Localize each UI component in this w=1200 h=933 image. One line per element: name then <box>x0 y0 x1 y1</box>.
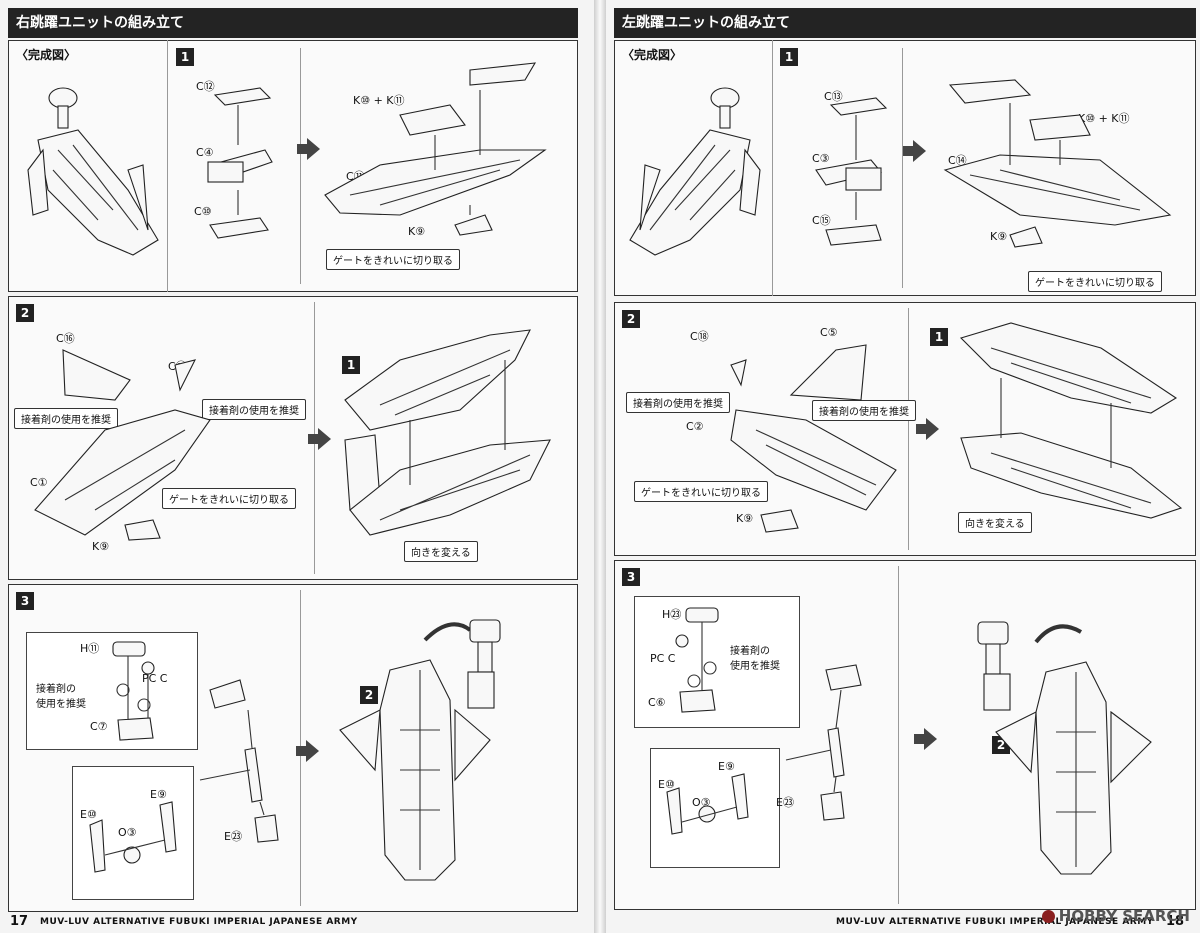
part-label: C② <box>686 420 704 433</box>
part-label: O③ <box>118 826 137 839</box>
watermark-logo: HOBBY SEARCH <box>1041 907 1190 925</box>
part-label: C⑫ <box>196 80 215 93</box>
glue-note: 接着剤の使用を推奨 <box>202 399 306 420</box>
part-label: C⑭ <box>948 154 967 167</box>
glue-note: 接着剤の使用を推奨 <box>14 408 118 429</box>
left-page: 右跳躍ユニットの組み立て 〈完成図〉 1 C⑫ C④ C⑩ K⑩ + K⑪ <box>0 0 594 933</box>
right-step1-parts-drawing <box>815 97 888 246</box>
right-page: 左跳躍ユニットの組み立て 〈完成図〉 1 C⑬ C③ C⑮ K⑩ + K⑪ C⑭… <box>606 0 1200 933</box>
part-label: C① <box>30 476 48 489</box>
gate-note: ゲートをきれいに切り取る <box>162 488 296 509</box>
left-step3-arm-parts <box>199 679 279 843</box>
right-step2-assembly-drawing <box>959 322 1183 519</box>
page-footer: MUV-LUV ALTERNATIVE FUBUKI IMPERIAL JAPA… <box>40 917 358 927</box>
hobby-search-logo-icon <box>1041 910 1055 923</box>
left-step3-head-parts <box>112 641 155 741</box>
left-step1-badge: 1 <box>176 48 194 66</box>
part-label: E⑨ <box>718 760 735 773</box>
part-label: K⑩ + K⑪ <box>353 94 405 107</box>
part-label: C⑤ <box>820 326 838 339</box>
part-label: E㉓ <box>776 796 794 809</box>
orientation-note: 向きを変える <box>404 541 478 562</box>
left-page-title: 右跳躍ユニットの組み立て <box>8 8 578 38</box>
right-step2-substep: 1 <box>930 328 948 346</box>
gate-note: ゲートをきれいに切り取る <box>1028 271 1162 292</box>
left-step3-leg-parts <box>89 801 177 873</box>
right-row2-frame <box>614 302 1196 556</box>
left-step3-final-drawing <box>339 619 501 881</box>
left-complete-label: 〈完成図〉 <box>16 48 77 62</box>
glue-note-small: 接着剤の 使用を推奨 <box>730 646 780 672</box>
part-label: K⑨ <box>408 225 426 238</box>
left-step1-assembly-drawing <box>324 62 547 236</box>
part-label: C④ <box>196 146 214 159</box>
part-label: E㉓ <box>224 830 242 843</box>
page-footer: MUV-LUV ALTERNATIVE FUBUKI IMPERIAL JAPA… <box>836 917 1154 927</box>
right-step3-final-drawing <box>977 621 1152 875</box>
part-label: C⑦ <box>90 720 108 733</box>
left-step2-parts-drawing <box>34 349 211 541</box>
part-label: K⑨ <box>990 230 1008 243</box>
part-label: C⑮ <box>812 214 831 227</box>
page-number: 18 <box>1166 914 1185 929</box>
right-step3-badge: 3 <box>622 568 640 586</box>
left-step2-badge: 2 <box>16 304 34 322</box>
right-step2-badge: 2 <box>622 310 640 328</box>
part-label: K⑨ <box>736 512 754 525</box>
part-label: K⑨ <box>92 540 110 553</box>
gate-note: ゲートをきれいに切り取る <box>326 249 460 270</box>
part-label: H⑪ <box>80 642 100 655</box>
right-step1-badge: 1 <box>780 48 798 66</box>
right-step1-assembly-drawing <box>943 79 1172 248</box>
right-complete-label: 〈完成図〉 <box>622 48 683 62</box>
left-complete-illustration <box>27 87 159 256</box>
part-label: K⑩ + K⑪ <box>1078 112 1130 125</box>
part-label: C⑩ <box>194 205 212 218</box>
right-step3-leg-parts <box>666 773 749 835</box>
left-step1-parts-drawing <box>207 87 273 239</box>
right-step3-head-parts <box>675 607 719 713</box>
glue-note-small: 接着剤の 使用を推奨 <box>36 684 86 710</box>
page-number: 17 <box>10 914 29 929</box>
right-complete-illustration <box>629 87 761 256</box>
part-label: E⑩ <box>658 778 675 791</box>
right-step3-arm-parts <box>785 664 862 821</box>
part-label: C⑱ <box>690 330 709 343</box>
part-label: E⑩ <box>80 808 97 821</box>
part-label: H㉓ <box>662 608 682 621</box>
part-label: C⑬ <box>824 90 843 103</box>
left-step3-subbox-head <box>26 632 198 750</box>
part-label: C⑥ <box>648 696 666 709</box>
glue-note: 接着剤の使用を推奨 <box>812 400 916 421</box>
orientation-note: 向きを変える <box>958 512 1032 533</box>
part-label: E⑨ <box>150 788 167 801</box>
left-step2-substep: 1 <box>342 356 360 374</box>
part-label: C⑯ <box>56 332 75 345</box>
gate-note: ゲートをきれいに切り取る <box>634 481 768 502</box>
part-label: C③ <box>812 152 830 165</box>
glue-note: 接着剤の使用を推奨 <box>626 392 730 413</box>
left-step2-assembly-drawing <box>344 329 551 536</box>
gutter <box>594 0 606 933</box>
right-page-title: 左跳躍ユニットの組み立て <box>614 8 1196 38</box>
left-step3-substep: 2 <box>360 686 378 704</box>
part-label: PC C <box>650 652 676 665</box>
left-step3-badge: 3 <box>16 592 34 610</box>
right-step2-parts-drawing <box>730 344 897 533</box>
